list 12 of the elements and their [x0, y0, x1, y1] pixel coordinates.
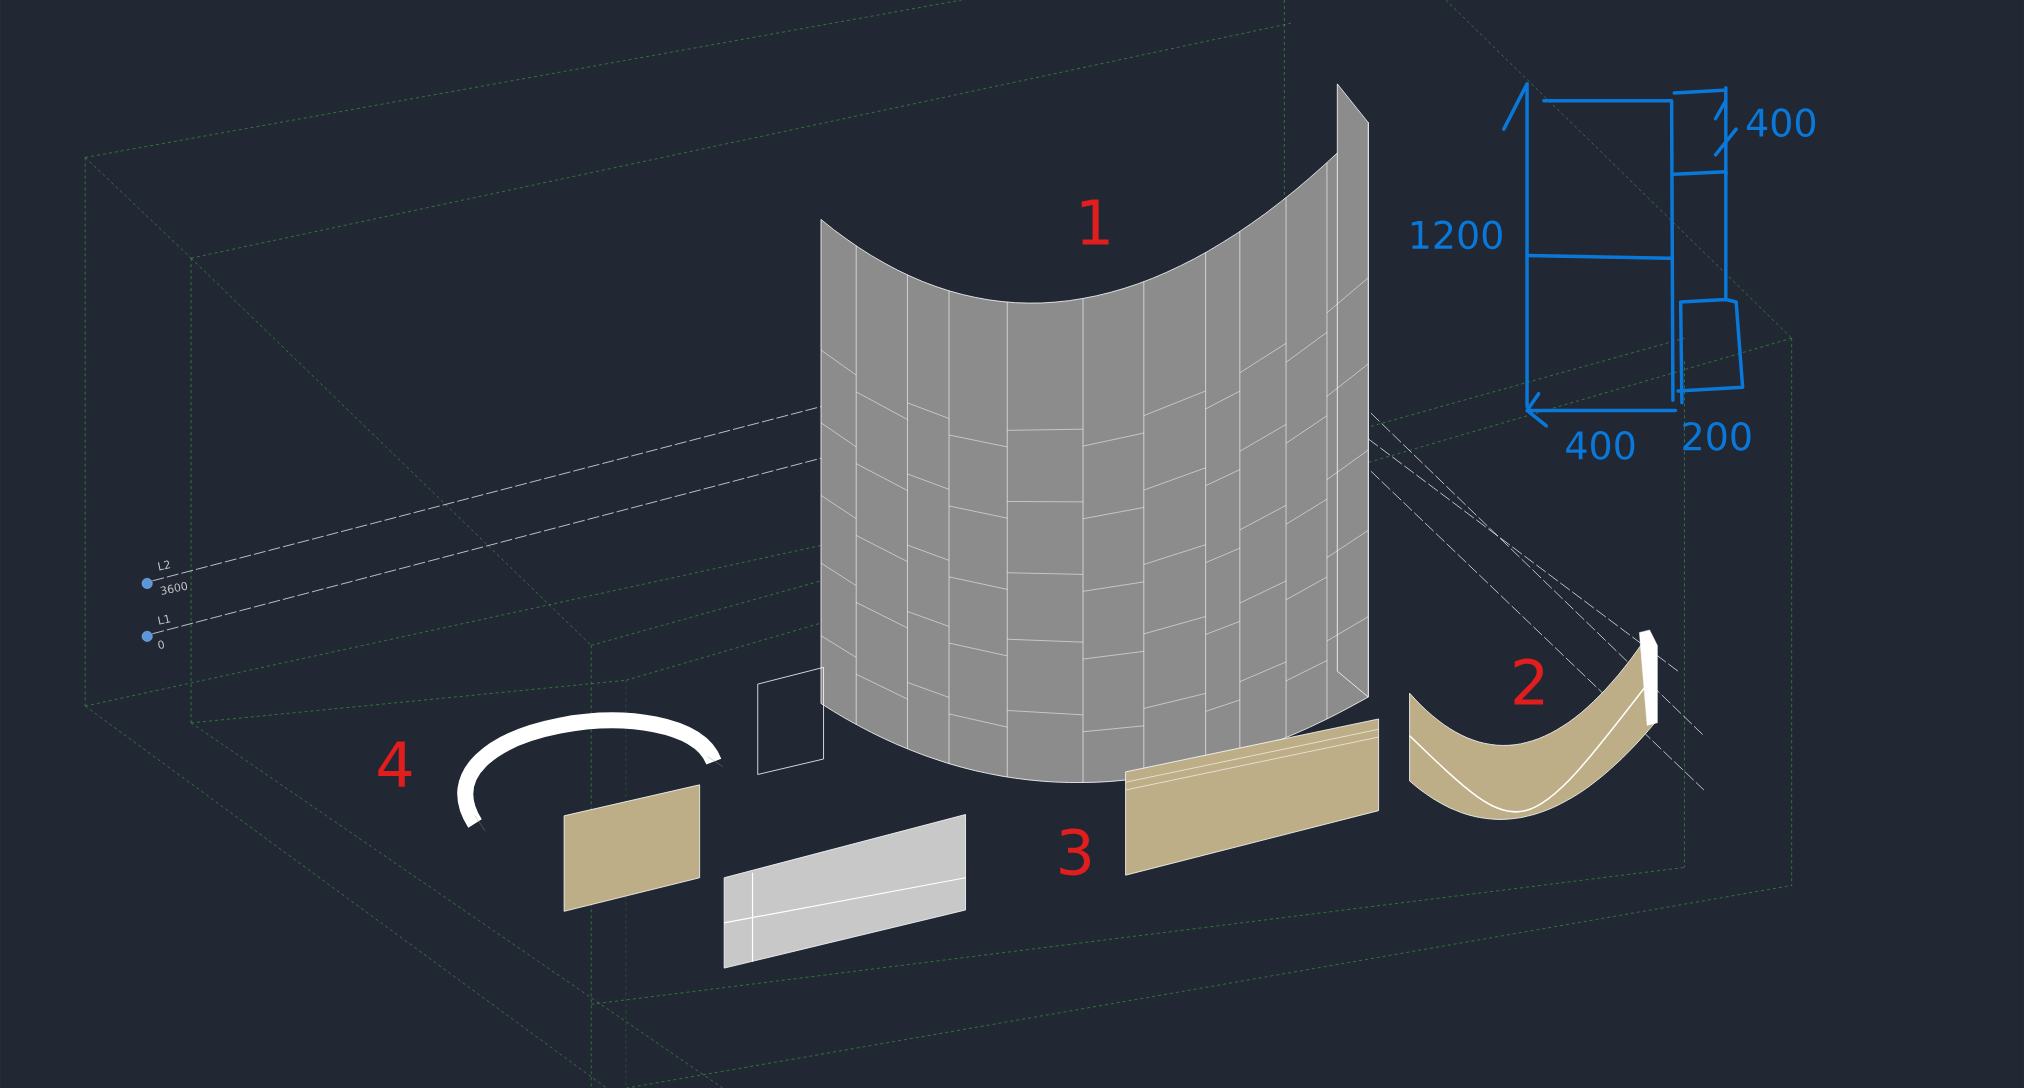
level-label: L2	[157, 560, 171, 571]
part-number: 1	[1081, 199, 1109, 245]
part-number: 4	[378, 741, 412, 787]
part-number: 3	[1060, 828, 1090, 876]
level-label: 3600	[160, 581, 188, 595]
level-label: L1	[157, 614, 171, 625]
dimension-label: 200	[1683, 421, 1751, 451]
level-label: 0	[158, 640, 164, 649]
dimension-label: 400	[1746, 108, 1816, 137]
dimension-label: 400	[1566, 430, 1635, 460]
part-number: 2	[1514, 658, 1544, 705]
dimension-label: 1200	[1411, 220, 1502, 250]
